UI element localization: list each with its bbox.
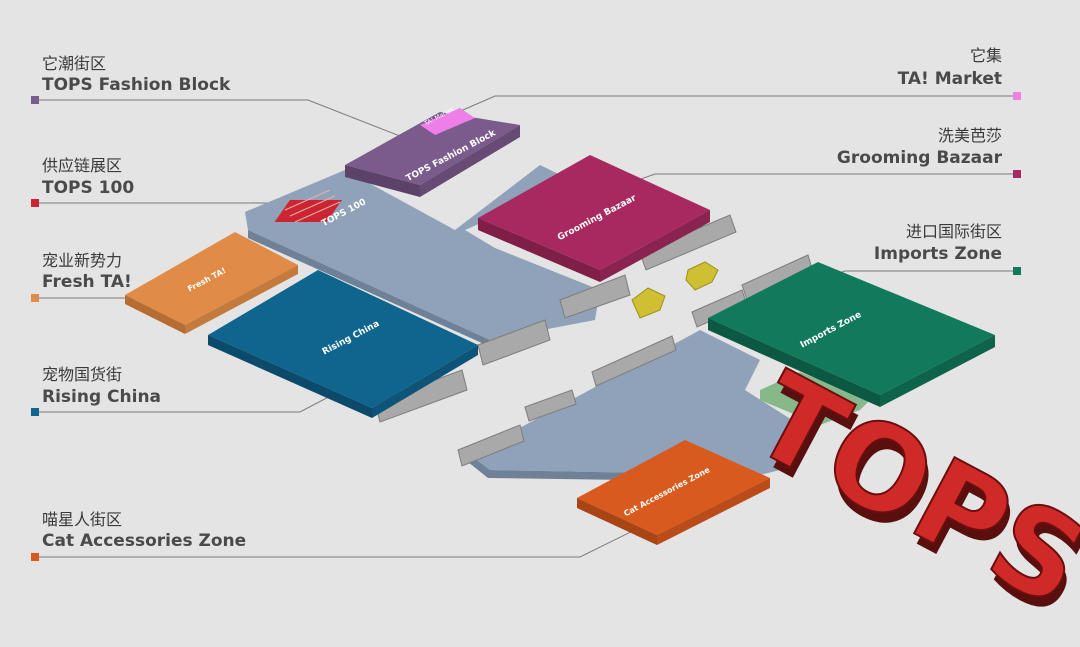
zone-cat-accessories: Cat Accessories Zone: [577, 440, 770, 545]
zone-imports: Imports Zone: [708, 262, 995, 407]
label-cat-en: Cat Accessories Zone: [42, 531, 247, 551]
label-tamarket-en: TA! Market: [897, 69, 1002, 89]
label-tops100-zh: 供应链展区: [42, 156, 123, 175]
arrow-icon: [631, 287, 666, 319]
tops100-grid: [284, 189, 341, 223]
label-fresh-en: Fresh TA!: [42, 272, 132, 292]
label-fashion-zh: 它潮街区: [42, 54, 107, 73]
zone-rising-china: Rising China: [208, 270, 478, 418]
leader-line-tamarket: [439, 95, 1018, 121]
arrow-icon: [685, 261, 719, 291]
legend-square-cat: [31, 553, 39, 561]
label-grooming-en: Grooming Bazaar: [836, 148, 1002, 168]
label-imports-zh: 进口国际街区: [905, 222, 1002, 241]
label-imports-en: Imports Zone: [873, 244, 1002, 264]
leader-line-grooming: [609, 173, 1018, 191]
legend-square-imports: [1013, 267, 1021, 275]
label-tops100-en: TOPS 100: [42, 178, 135, 198]
label-cat-zh: 喵星人街区: [42, 510, 123, 529]
label-rising-en: Rising China: [42, 387, 162, 407]
yellow-arrows: [631, 261, 719, 319]
legend-square-tamarket: [1013, 92, 1021, 100]
zone-fresh-ta: Fresh TA!: [125, 232, 298, 334]
label-fresh-zh: 宠业新势力: [42, 251, 123, 270]
label-grooming-zh: 洗美芭莎: [937, 126, 1002, 145]
leader-lines: [35, 95, 1018, 558]
green-block: [760, 372, 870, 425]
legend-square-rising: [31, 408, 39, 416]
label-fashion-en: TOPS Fashion Block: [42, 75, 231, 95]
leader-line-fashion: [35, 99, 411, 141]
legend-square-grooming: [1013, 170, 1021, 178]
legend-square-fashion: [31, 96, 39, 104]
legend-square-tops100: [31, 199, 39, 207]
zone-grooming: Grooming Bazaar: [478, 155, 710, 282]
label-rising-zh: 宠物国货街: [42, 365, 123, 384]
label-tamarket-zh: 它集: [969, 46, 1002, 65]
grey-blocks: [374, 214, 814, 467]
legend-square-fresh: [31, 294, 39, 302]
